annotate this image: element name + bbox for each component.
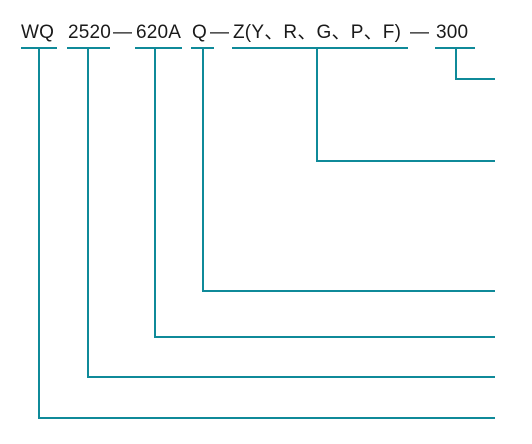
leader-seg3 bbox=[202, 48, 495, 292]
leader-seg5 bbox=[455, 48, 495, 80]
model-code-string: WQ 2520 — 620A Q — Z(Y、R、G、P、F) — 300 bbox=[0, 0, 532, 60]
leader-seg2 bbox=[154, 48, 495, 338]
code-segment-5: 300 bbox=[436, 22, 469, 43]
code-dash-3: — bbox=[410, 22, 430, 43]
code-segment-1: 2520 bbox=[68, 22, 112, 43]
code-dash-2: — bbox=[210, 22, 230, 43]
code-segment-type: WQ bbox=[21, 22, 55, 43]
leader-type bbox=[38, 48, 495, 419]
leader-seg1 bbox=[87, 48, 495, 378]
leader-seg4 bbox=[316, 48, 495, 162]
code-segment-4: Z(Y、R、G、P、F) bbox=[233, 22, 402, 43]
code-segment-3: Q bbox=[192, 22, 207, 43]
code-dash-1: — bbox=[113, 22, 133, 43]
code-segment-2: 620A bbox=[136, 22, 182, 43]
